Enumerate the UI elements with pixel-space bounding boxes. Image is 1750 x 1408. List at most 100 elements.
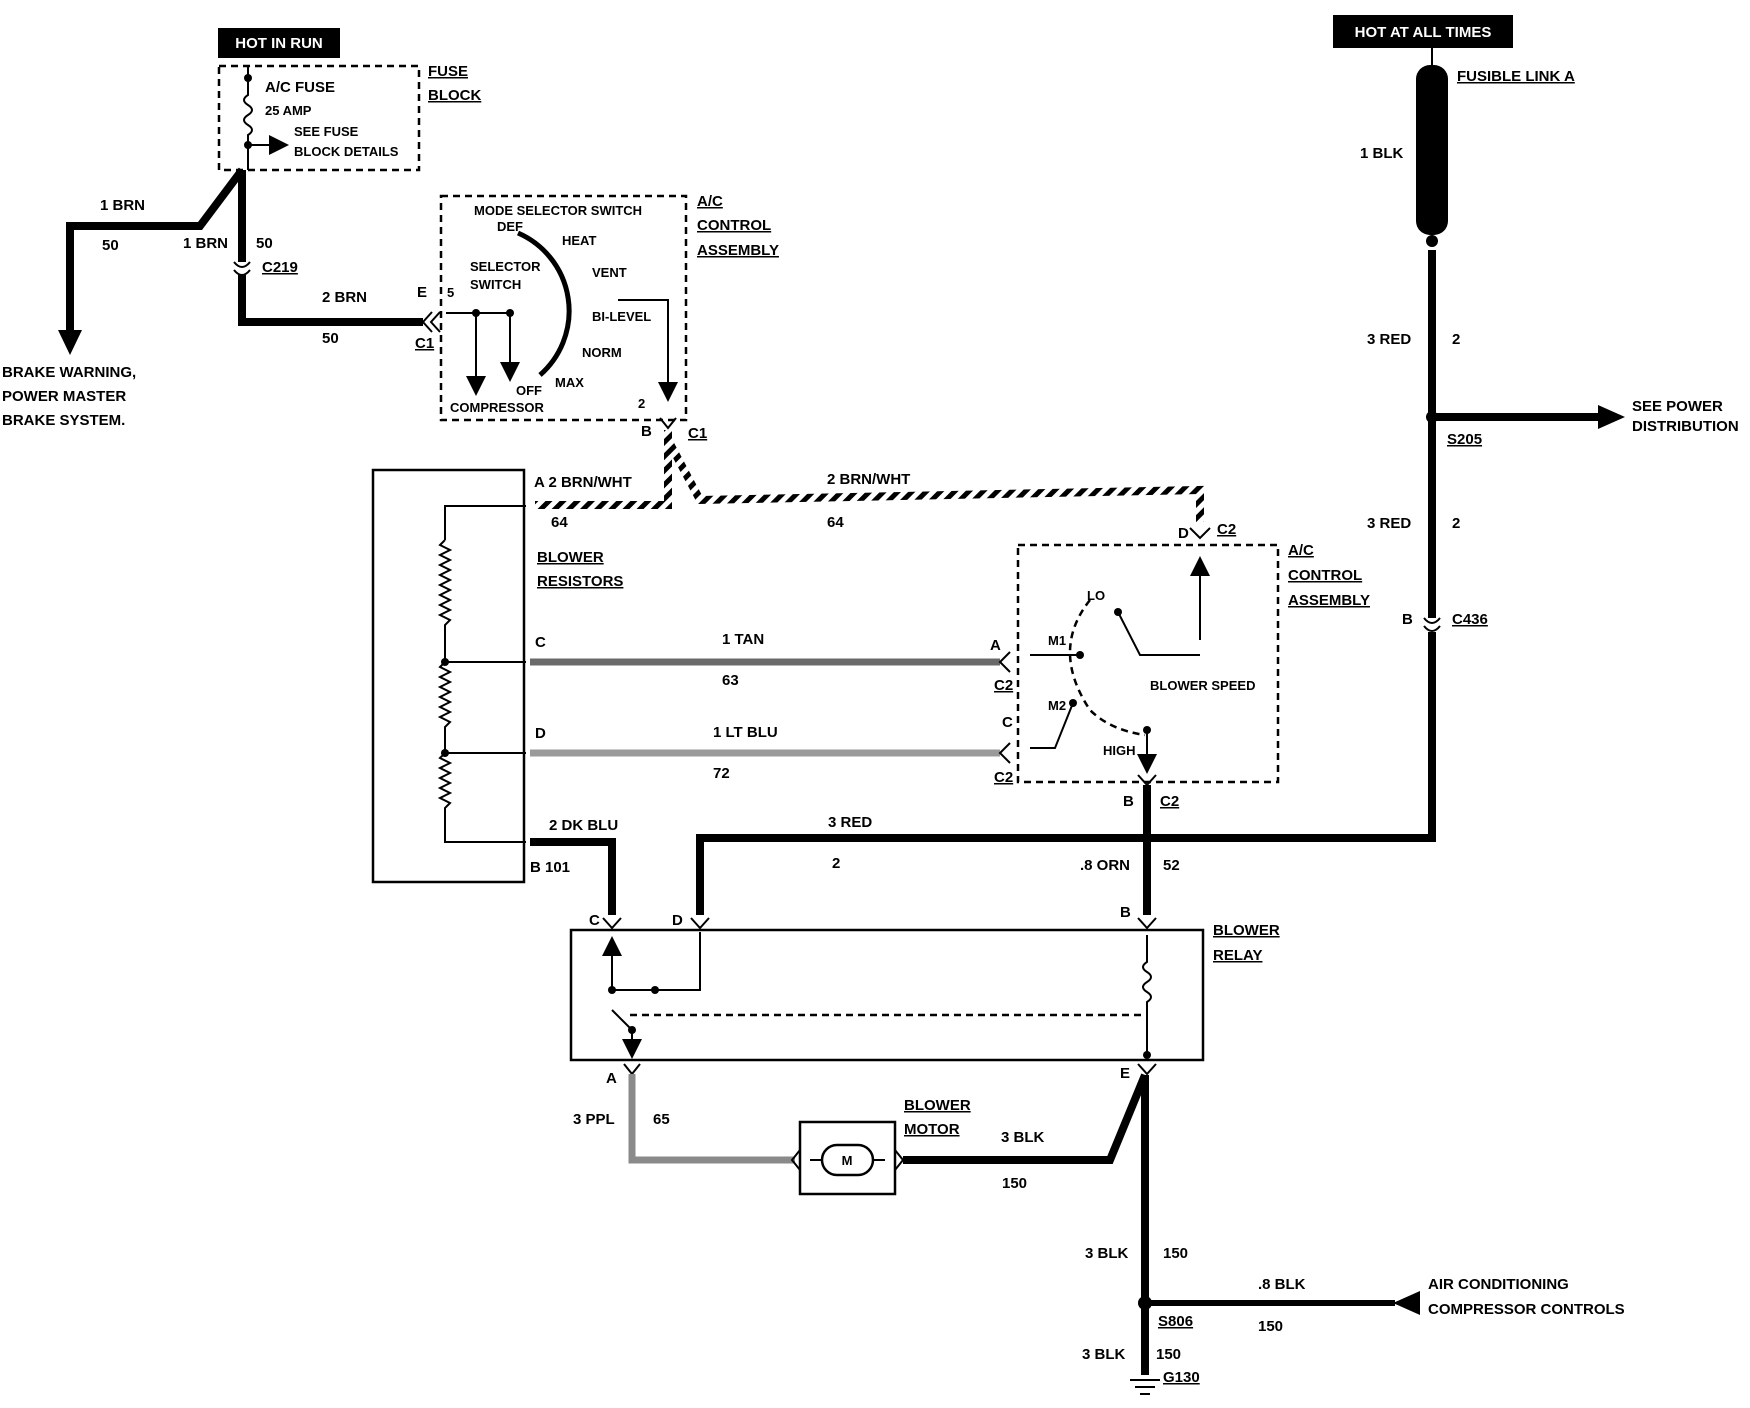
svg-text:ASSEMBLY: ASSEMBLY xyxy=(697,242,779,259)
svg-text:64: 64 xyxy=(827,514,844,531)
svg-text:65: 65 xyxy=(653,1111,670,1128)
svg-text:1 LT BLU: 1 LT BLU xyxy=(713,724,778,741)
svg-text:150: 150 xyxy=(1163,1245,1188,1262)
svg-text:25 AMP: 25 AMP xyxy=(265,103,312,118)
svg-text:SWITCH: SWITCH xyxy=(470,277,521,292)
svg-text:BLOWER: BLOWER xyxy=(904,1097,971,1114)
svg-text:D: D xyxy=(1178,525,1189,542)
svg-text:72: 72 xyxy=(713,765,730,782)
svg-text:3 BLK: 3 BLK xyxy=(1001,1129,1045,1146)
svg-text:HIGH: HIGH xyxy=(1103,743,1136,758)
svg-text:M: M xyxy=(842,1153,853,1168)
arrow-left-icon xyxy=(1393,1291,1420,1315)
ac-fuse-icon xyxy=(243,66,253,170)
svg-text:1 TAN: 1 TAN xyxy=(722,631,764,648)
svg-text:POWER MASTER: POWER MASTER xyxy=(2,388,126,405)
svg-text:RELAY: RELAY xyxy=(1213,947,1262,964)
svg-text:CONTROL: CONTROL xyxy=(1288,567,1362,584)
svg-text:2: 2 xyxy=(638,396,645,411)
wire-3-blk-ground: E 3 BLK 150 3 BLK 150 S806 3 BLK 150 G13… xyxy=(903,1063,1200,1395)
blower-motor: M BLOWER MOTOR xyxy=(790,1097,971,1196)
svg-text:2: 2 xyxy=(1452,331,1460,348)
ground-icon xyxy=(1130,1379,1160,1395)
svg-text:S806: S806 xyxy=(1158,1313,1193,1330)
svg-text:C2: C2 xyxy=(994,677,1013,694)
c436-connector xyxy=(1423,617,1441,624)
arrow-right-icon xyxy=(1598,405,1625,429)
svg-text:BRAKE WARNING,: BRAKE WARNING, xyxy=(2,364,136,381)
svg-text:FUSIBLE LINK A: FUSIBLE LINK A xyxy=(1457,68,1575,85)
svg-text:AIR CONDITIONING: AIR CONDITIONING xyxy=(1428,1276,1569,1293)
svg-text:1 BRN: 1 BRN xyxy=(100,197,145,214)
svg-text:BLOWER SPEED: BLOWER SPEED xyxy=(1150,678,1255,693)
connector-c2-c: C C2 xyxy=(994,714,1013,786)
svg-text:RESISTORS: RESISTORS xyxy=(537,573,623,590)
svg-text:52: 52 xyxy=(1163,857,1180,874)
wire-8-orn: .8 ORN 52 xyxy=(1080,785,1180,915)
connector-c2-b: B C2 xyxy=(1123,774,1179,810)
blower-resistors: BLOWER RESISTORS C D xyxy=(371,468,623,884)
svg-text:LO: LO xyxy=(1087,588,1105,603)
wire-1-brn-c219: 1 BRN 50 C219 2 BRN 50 xyxy=(183,170,423,347)
svg-text:150: 150 xyxy=(1156,1346,1181,1363)
svg-text:3 BLK: 3 BLK xyxy=(1085,1245,1129,1262)
svg-text:.8 ORN: .8 ORN xyxy=(1080,857,1130,874)
svg-text:C436: C436 xyxy=(1452,611,1488,628)
svg-text:3 PPL: 3 PPL xyxy=(573,1111,615,1128)
svg-text:2: 2 xyxy=(1452,515,1460,532)
svg-text:SEE FUSE: SEE FUSE xyxy=(294,124,359,139)
svg-text:E: E xyxy=(417,284,427,301)
arrow-down-icon xyxy=(58,330,82,355)
fusible-link-icon xyxy=(1416,65,1448,235)
hot-at-all-times-tag: HOT AT ALL TIMES xyxy=(1333,15,1513,48)
svg-text:COMPRESSOR CONTROLS: COMPRESSOR CONTROLS xyxy=(1428,1301,1625,1318)
svg-text:G130: G130 xyxy=(1163,1369,1200,1386)
svg-text:HEAT: HEAT xyxy=(562,233,596,248)
svg-text:OFF: OFF xyxy=(516,383,542,398)
ac-control-assembly-blower: D C2 LO M1 M2 HIGH BLOWER SPEED A/C CONT… xyxy=(1016,521,1370,784)
connector-c1-b: 2 B C1 xyxy=(638,396,707,442)
svg-text:S205: S205 xyxy=(1447,431,1482,448)
svg-text:C: C xyxy=(1002,714,1013,731)
svg-text:150: 150 xyxy=(1258,1318,1283,1335)
svg-text:C2: C2 xyxy=(1160,793,1179,810)
svg-text:FUSE: FUSE xyxy=(428,63,468,80)
svg-text:A/C FUSE: A/C FUSE xyxy=(265,79,335,96)
svg-text:64: 64 xyxy=(551,514,568,531)
svg-text:B: B xyxy=(1402,611,1413,628)
fusible-link-a: FUSIBLE LINK A 1 BLK xyxy=(1360,48,1575,247)
svg-text:E: E xyxy=(1120,1065,1130,1082)
svg-text:DISTRIBUTION: DISTRIBUTION xyxy=(1632,418,1739,435)
svg-text:50: 50 xyxy=(322,330,339,347)
svg-text:MOTOR: MOTOR xyxy=(904,1121,960,1138)
svg-text:.8 BLK: .8 BLK xyxy=(1258,1276,1306,1293)
connector-c2-a: A C2 xyxy=(990,637,1013,694)
wire-1-tan: 1 TAN 63 xyxy=(530,631,1000,689)
wire-1-brn-brake: 1 BRN 50 BRAKE WARNING, POWER MASTER BRA… xyxy=(2,167,246,429)
svg-text:C219: C219 xyxy=(262,259,298,276)
svg-text:1 BLK: 1 BLK xyxy=(1360,145,1404,162)
svg-text:C1: C1 xyxy=(688,425,707,442)
svg-text:C: C xyxy=(535,634,546,651)
svg-text:63: 63 xyxy=(722,672,739,689)
hot-in-run-tag: HOT IN RUN xyxy=(218,28,340,58)
svg-text:M2: M2 xyxy=(1048,698,1066,713)
svg-text:VENT: VENT xyxy=(592,265,627,280)
svg-text:MODE SELECTOR SWITCH: MODE SELECTOR SWITCH xyxy=(474,203,642,218)
svg-text:BRAKE SYSTEM.: BRAKE SYSTEM. xyxy=(2,412,125,429)
ac-control-assembly-mode: MODE SELECTOR SWITCH DEF HEAT VENT BI-LE… xyxy=(439,193,779,422)
motor-icon xyxy=(820,1143,875,1177)
svg-text:BLOWER: BLOWER xyxy=(1213,922,1280,939)
svg-text:A/C: A/C xyxy=(697,193,723,210)
svg-text:HOT IN RUN: HOT IN RUN xyxy=(235,35,323,52)
svg-text:BLOWER: BLOWER xyxy=(537,549,604,566)
svg-text:HOT AT ALL TIMES: HOT AT ALL TIMES xyxy=(1355,24,1492,41)
svg-text:C1: C1 xyxy=(415,335,434,352)
svg-text:BLOCK: BLOCK xyxy=(428,87,481,104)
svg-text:A/C: A/C xyxy=(1288,542,1314,559)
wire-3-red-main: 3 RED 2 S205 SEE POWER DISTRIBUTION 3 RE… xyxy=(696,250,1739,915)
svg-text:50: 50 xyxy=(102,237,119,254)
blower-relay: C D B BLOWER RELAY xyxy=(569,904,1280,1062)
svg-text:D: D xyxy=(672,912,683,929)
